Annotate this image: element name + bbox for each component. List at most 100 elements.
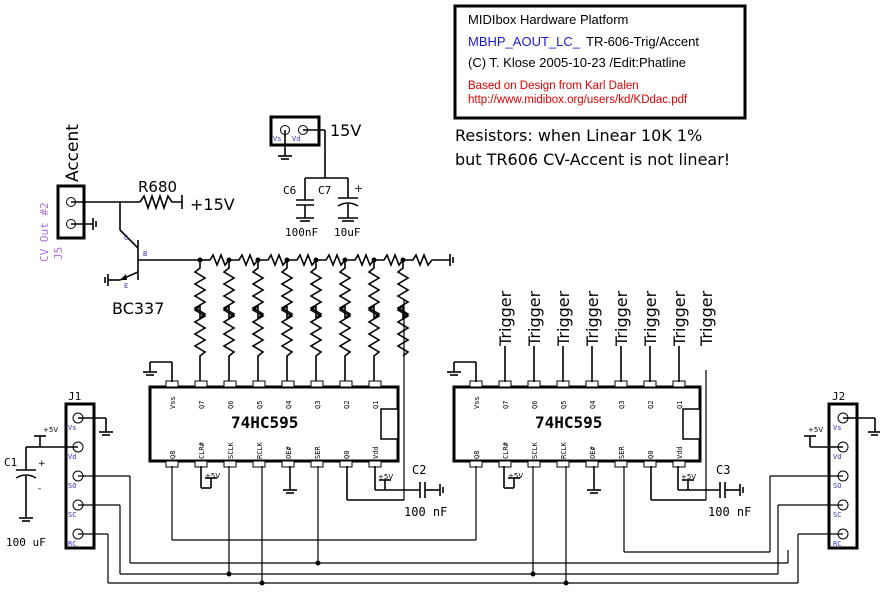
j2-pin-label: Vs	[833, 424, 841, 432]
chip2-pin-label: Q1	[676, 401, 684, 409]
ground-icon	[739, 484, 744, 496]
bus-wires	[78, 466, 843, 586]
chip1-pin-label: Q5	[256, 401, 264, 409]
chip1-pin-label: RCLK	[256, 441, 264, 459]
chip1-pin-label: Q2	[343, 401, 351, 409]
chip2-pin-label: SCLK	[531, 441, 539, 459]
ground-icon	[439, 484, 444, 496]
j2-pin-label: RC	[833, 540, 841, 548]
ladder-resistor-5	[309, 257, 323, 382]
title-box: MIDIbox Hardware Platform MBHP_AOUT_LC_ …	[453, 4, 747, 120]
r680-resistor	[139, 193, 182, 211]
vertical-resistor-group	[193, 257, 410, 382]
chip2-pin-clr-n	[498, 460, 512, 468]
power-connector-15v: Vs Vd 15V + C6 C7 100nF 10uF	[269, 115, 363, 239]
chip2-pin-label: OE#	[589, 446, 597, 459]
accent-output: Accent CV Out #2 J5 R680 +15V C B E BC33…	[38, 124, 235, 318]
ground-icon	[99, 431, 113, 436]
chip1-pin-label: Q7	[198, 401, 206, 409]
power-pin-vs-label: Vs	[273, 135, 281, 143]
resistor-note-line1: Resistors: when Linear 10K 1%	[455, 126, 702, 145]
j1-pin-label: RC	[68, 540, 76, 548]
title-line2-link[interactable]: MBHP_AOUT_LC_	[468, 34, 581, 49]
chip1-pin-label: Q1	[372, 401, 380, 409]
c3-value: 100 nF	[708, 505, 751, 519]
chip1-pin-rclk	[252, 460, 266, 468]
chip1-pin-oe-n	[281, 460, 295, 468]
trigger-label: Trigger	[583, 290, 602, 347]
ladder-resistor-2	[222, 257, 236, 382]
chip1-pin-q2	[339, 380, 353, 388]
chip2-pin-label: SER	[618, 446, 626, 459]
power-pin-vd-label: Vd	[292, 135, 300, 143]
c1-label: C1	[4, 456, 17, 469]
j1-label: J1	[68, 390, 81, 403]
title-line5-url[interactable]: http://www.midibox.org/users/kd/KDdac.pd…	[468, 94, 688, 106]
chip2-vdd-5v: +5V	[681, 473, 696, 481]
trigger-labels: Trigger Trigger Trigger Trigger Trigger Trigg…	[496, 290, 716, 382]
trigger-6: Trigger	[641, 290, 660, 382]
chip2-pin-oe-n	[585, 460, 599, 468]
trigger-label: Trigger	[670, 290, 689, 347]
chip1-pin-label: Vss	[169, 396, 177, 409]
resistor-note-line2: but TR606 CV-Accent is not linear!	[455, 150, 730, 169]
chip1-body	[148, 385, 400, 463]
plus15v-label: +15V	[190, 195, 235, 214]
c6-value: 100nF	[285, 226, 318, 239]
transistor-pin-e: E	[124, 282, 128, 290]
chip2-pin-label: Q3	[618, 401, 626, 409]
j1-5v-label: +5V	[43, 426, 58, 434]
transistor-pin-b: B	[143, 250, 147, 258]
chip2-pin-sclk	[527, 460, 541, 468]
chip1-pin-label: SCLK	[227, 441, 235, 459]
chip2-pin-label: Vss	[473, 396, 481, 409]
chip1-pin-label: Q4	[285, 401, 293, 409]
ladder-resistor-7	[367, 257, 381, 382]
chip1-pin-q4	[281, 380, 295, 388]
title-line1: MIDIbox Hardware Platform	[468, 12, 628, 27]
c2-label: C2	[412, 463, 426, 477]
j2-pin-label: Vd	[833, 453, 841, 461]
c6-label: C6	[283, 184, 296, 197]
chip2-pin-label: Q2	[647, 401, 655, 409]
chip1-pin-q0	[339, 460, 353, 468]
trigger-5: Trigger	[612, 290, 631, 382]
ground-icon	[868, 431, 880, 436]
trigger-7: Trigger	[670, 290, 689, 382]
chip1-pin-q6	[223, 380, 237, 388]
trigger-4: Trigger	[583, 290, 602, 382]
r680-label: R680	[138, 178, 177, 196]
label-15v: 15V	[330, 121, 361, 140]
chip1-pin-label: Q0	[343, 451, 351, 459]
chip1-pin-q5	[252, 380, 266, 388]
chip2-pin-label: Q5	[560, 401, 568, 409]
ladder-resistor-6	[338, 257, 352, 382]
trigger-3: Trigger	[554, 290, 573, 382]
chip2-74hc595: 74HC595	[452, 385, 702, 463]
ground-icon	[283, 489, 297, 494]
chip1-pin-label: OE#	[285, 446, 293, 459]
trigger-1: Trigger	[496, 290, 515, 382]
power-connector-body	[269, 115, 321, 147]
chip1-notch	[380, 408, 399, 440]
title-line3: (C) T. Klose 2005-10-23 /Edit:Phatline	[468, 55, 686, 70]
chip2-pin-label: Q4	[589, 401, 597, 409]
transistor-pin-c: C	[124, 234, 128, 242]
trigger-label: Trigger	[697, 290, 716, 347]
chip1-pin-label: Q8	[169, 451, 177, 459]
c7-label: C7	[318, 184, 331, 197]
chip1-74hc595: 74HC595	[148, 385, 400, 463]
chip2-pin-label: RCLK	[560, 441, 568, 459]
c1-minus: -	[38, 484, 41, 494]
chip1-vdd-5v: +5V	[378, 473, 393, 481]
chip2-pin-label: Q7	[502, 401, 510, 409]
chip1-pin-label: Vdd	[372, 446, 380, 459]
j1-pin-label: SO	[68, 482, 76, 490]
trigger-label: Trigger	[554, 290, 573, 347]
chip1-pin-q7	[194, 380, 208, 388]
j2-label: J2	[832, 390, 845, 403]
j2-pin-label: SO	[833, 482, 841, 490]
chip1-pin-ser	[310, 460, 324, 468]
trigger-8: Trigger	[697, 290, 716, 347]
